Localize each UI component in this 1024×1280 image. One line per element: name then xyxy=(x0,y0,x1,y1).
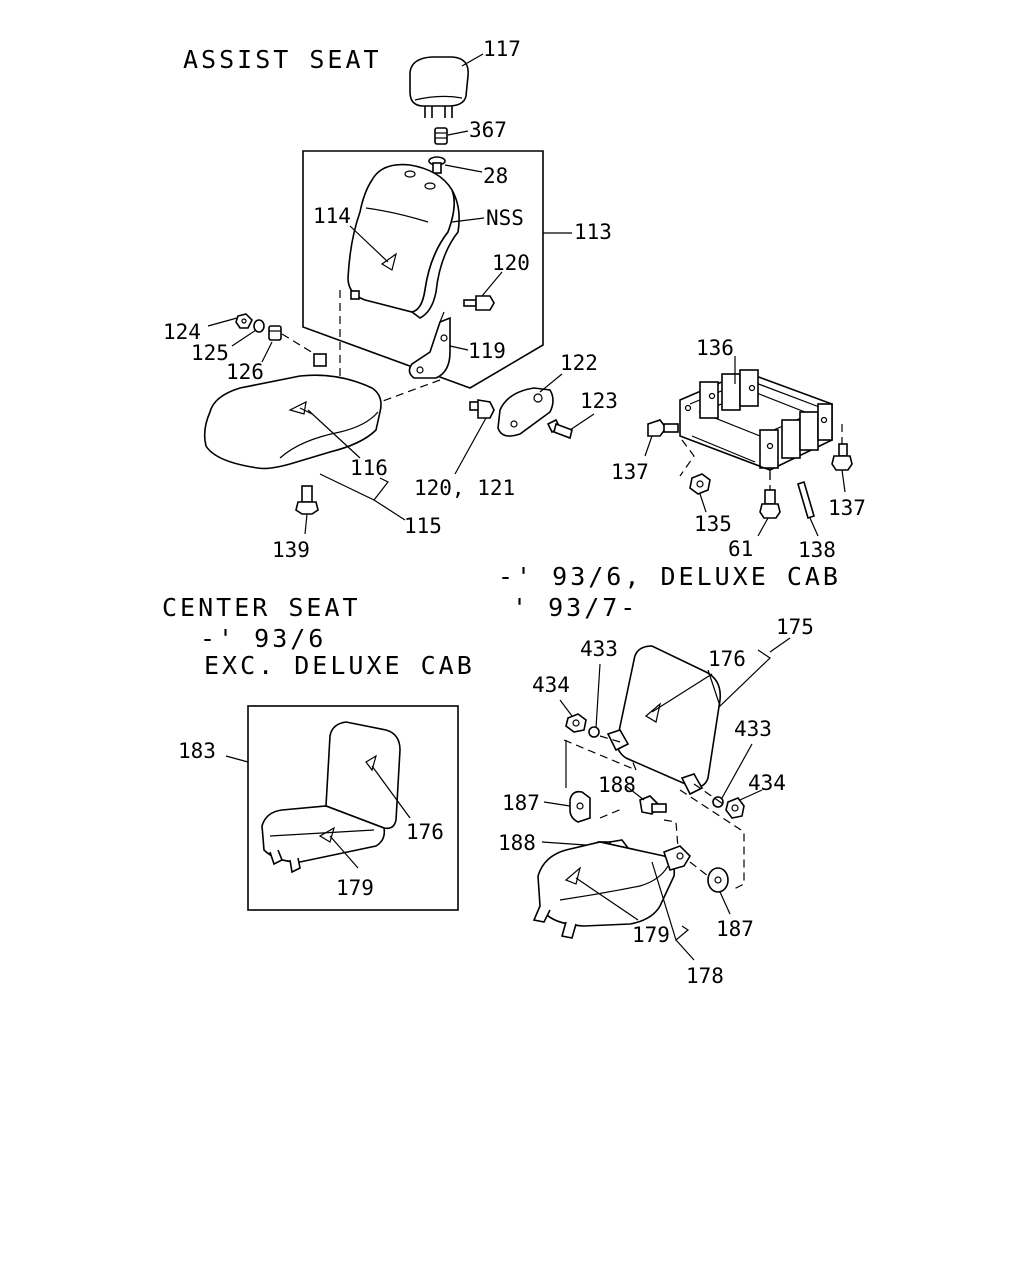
bolt-139-drawing xyxy=(295,485,319,515)
label-115: 115 xyxy=(404,514,442,538)
backrest-assembly-frame xyxy=(302,150,544,389)
bracket-right-drawing xyxy=(680,773,704,796)
label-187-right: 187 xyxy=(716,917,754,941)
center-seat-frame xyxy=(247,705,459,911)
label-179-deluxe: 179 xyxy=(632,923,670,947)
label-433-right: 433 xyxy=(734,717,772,741)
headrest-guide-drawing xyxy=(434,127,448,145)
hinge-187-left-drawing xyxy=(569,790,591,823)
label-176-deluxe: 176 xyxy=(708,647,746,671)
label-434-right: 434 xyxy=(748,771,786,795)
label-nss: NSS xyxy=(486,206,524,230)
label-125: 125 xyxy=(191,341,229,365)
label-113: 113 xyxy=(574,220,612,244)
deluxe-backrest-drawing xyxy=(616,645,722,788)
center-seat-drawing xyxy=(261,721,401,874)
center-seat-cab-note: EXC. DELUXE CAB xyxy=(204,651,475,680)
hinge-bracket-drawing xyxy=(408,311,451,379)
label-120: 120 xyxy=(492,251,530,275)
label-114: 114 xyxy=(313,204,351,228)
label-116: 116 xyxy=(350,456,388,480)
label-123: 123 xyxy=(580,389,618,413)
label-179-center: 179 xyxy=(336,876,374,900)
label-28: 28 xyxy=(483,164,508,188)
label-137-left: 137 xyxy=(611,460,649,484)
label-117: 117 xyxy=(483,37,521,61)
label-188-lower: 188 xyxy=(498,831,536,855)
headrest-drawing xyxy=(409,56,469,118)
screw-28-drawing xyxy=(428,156,446,174)
nut-124-drawing xyxy=(235,313,253,329)
bolt-137-left-drawing xyxy=(647,419,679,437)
hinge-187-right-drawing xyxy=(707,867,729,893)
nut-434-right-drawing xyxy=(725,797,745,819)
label-433-left: 433 xyxy=(580,637,618,661)
spacer-126-drawing xyxy=(268,325,282,341)
label-434-left: 434 xyxy=(532,673,570,697)
bolt-120-drawing xyxy=(463,295,495,311)
label-138: 138 xyxy=(798,538,836,562)
label-175: 175 xyxy=(776,615,814,639)
deluxe-cushion-drawing xyxy=(532,841,692,939)
assist-seat-heading: ASSIST SEAT xyxy=(183,45,382,74)
label-178: 178 xyxy=(686,964,724,988)
label-176-center: 176 xyxy=(406,820,444,844)
label-119: 119 xyxy=(468,339,506,363)
washer-125-drawing xyxy=(253,319,265,333)
nut-135-drawing xyxy=(689,473,711,495)
label-137-right: 137 xyxy=(828,496,866,520)
center-seat-date-note: -' 93/6 xyxy=(200,624,326,653)
seat-cushion-drawing xyxy=(203,353,382,470)
bolt-61-drawing xyxy=(759,489,781,519)
label-139: 139 xyxy=(272,538,310,562)
label-187-left: 187 xyxy=(502,791,540,815)
deluxe-date-note: -' 93/6, DELUXE CAB xyxy=(498,562,841,591)
bolt-188-upper-drawing xyxy=(639,795,667,815)
label-367: 367 xyxy=(469,118,507,142)
label-61: 61 xyxy=(728,537,753,561)
nut-434-left-drawing xyxy=(565,713,587,733)
label-122: 122 xyxy=(560,351,598,375)
label-183: 183 xyxy=(178,739,216,763)
label-124: 124 xyxy=(163,320,201,344)
pin-138-drawing xyxy=(797,480,815,520)
bolt-137-right-drawing xyxy=(831,443,853,471)
label-135: 135 xyxy=(694,512,732,536)
label-120-121: 120, 121 xyxy=(414,476,515,500)
washer-433-left-drawing xyxy=(588,726,600,738)
label-188-upper: 188 xyxy=(598,773,636,797)
deluxe-new-date-note: ' 93/7- xyxy=(512,593,638,622)
label-126: 126 xyxy=(226,360,264,384)
seat-base-drawing xyxy=(679,369,833,480)
backrest-drawing xyxy=(347,163,460,319)
bracket-left-drawing xyxy=(606,729,630,752)
center-seat-heading: CENTER SEAT xyxy=(162,593,361,622)
plate-122-drawing xyxy=(497,387,554,437)
bolt-120-121-drawing xyxy=(469,399,495,419)
label-136: 136 xyxy=(696,336,734,360)
screw-123-drawing xyxy=(546,418,573,440)
washer-433-right-drawing xyxy=(712,796,724,808)
